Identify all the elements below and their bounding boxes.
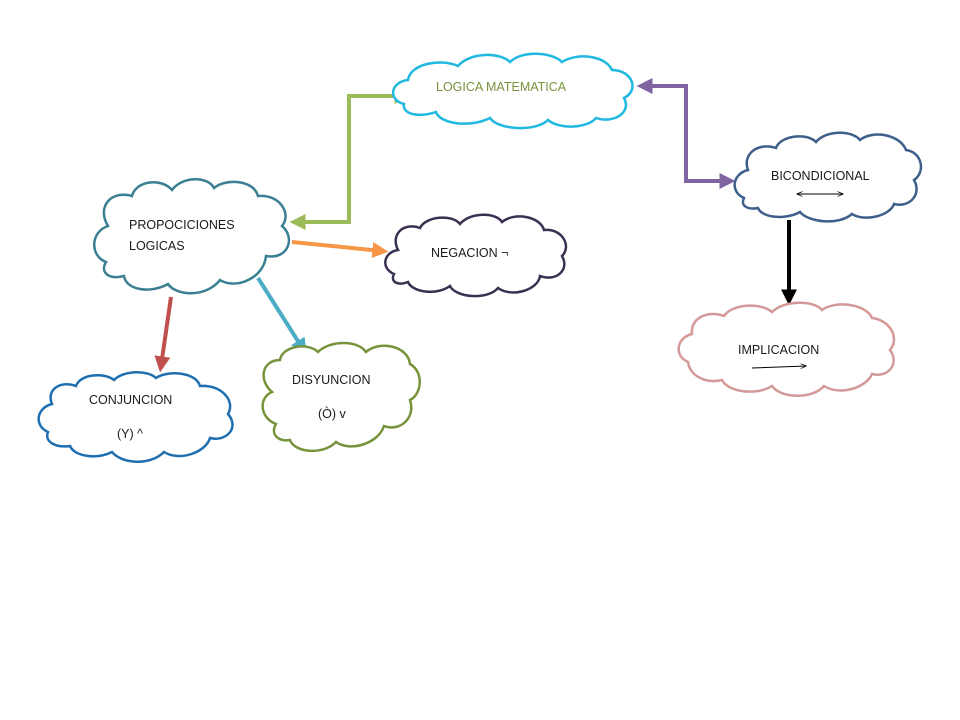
edge-proposiciones-negacion	[291, 240, 389, 259]
cloud-shape	[392, 52, 634, 130]
node-disyuncion: DISYUNCION (Ò) v	[261, 341, 421, 452]
cloud-shape	[384, 213, 568, 298]
node-bicondicional: BICONDICIONAL	[733, 131, 923, 223]
node-label: LOGICA MATEMATICA	[436, 80, 567, 94]
cloud-shape	[733, 131, 923, 223]
node-label: NEGACION ¬	[431, 246, 508, 260]
edges	[154, 78, 797, 373]
edge-logica-bicondicional	[636, 78, 736, 189]
node-label-line2: LOGICAS	[129, 239, 185, 253]
node-label: DISYUNCION	[292, 373, 370, 387]
edge-proposiciones-disyuncion	[256, 276, 307, 355]
node-implicacion: IMPLICACION	[677, 301, 896, 397]
node-negacion: NEGACION ¬	[384, 213, 568, 298]
node-label-line1: PROPOCICIONES	[129, 218, 235, 232]
cloud-shape	[37, 371, 234, 463]
node-label: BICONDICIONAL	[771, 169, 870, 183]
cloud-shape	[261, 341, 421, 452]
node-conjuncion: CONJUNCION (Y) ^	[37, 371, 234, 463]
node-logica-matematica: LOGICA MATEMATICA	[392, 52, 634, 130]
edge-proposiciones-conjuncion	[154, 296, 173, 373]
node-label: CONJUNCION	[89, 393, 172, 407]
cloud-shape	[677, 301, 896, 397]
edge-proposiciones-logica	[289, 88, 411, 230]
node-symbol: (Y) ^	[117, 427, 143, 441]
node-label: IMPLICACION	[738, 343, 819, 357]
cloud-shape	[93, 178, 291, 295]
node-proposiciones-logicas: PROPOCICIONES LOGICAS	[93, 178, 291, 295]
node-symbol: (Ò) v	[318, 406, 347, 421]
implication-arrow-icon	[751, 366, 806, 368]
